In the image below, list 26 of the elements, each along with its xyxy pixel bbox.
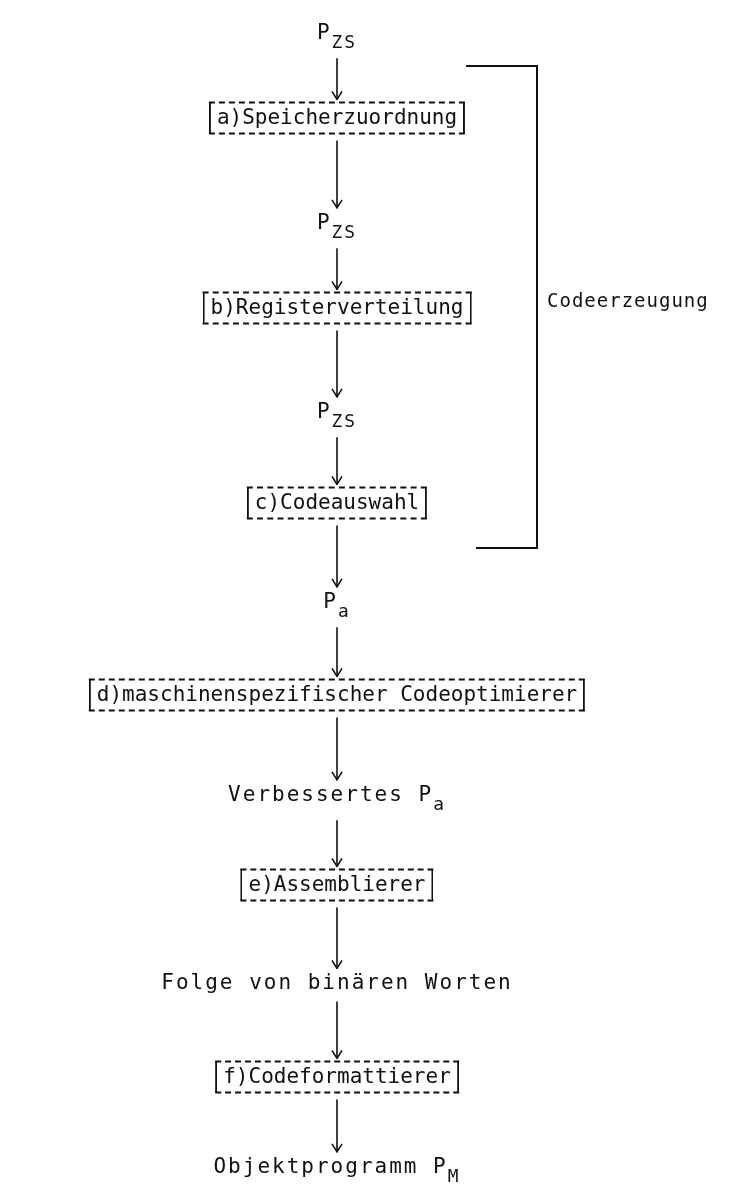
bracket-label: Codeerzeugung [547, 289, 709, 311]
arrow [331, 1098, 343, 1153]
process-box: c)Codeauswahl [246, 486, 428, 520]
process-box: b)Registerverteilung [202, 291, 472, 325]
arrow [331, 1000, 343, 1060]
arrow [331, 139, 343, 209]
data-label: Folge von binären Worten [161, 970, 513, 996]
arrow [331, 626, 343, 678]
data-label: Objektprogramm P$_{M}$ [213, 1153, 461, 1187]
data-label: P$_{ZS}$ [316, 209, 358, 243]
arrow [331, 524, 343, 588]
process-box: e)Assemblierer [240, 868, 434, 902]
process-box: f)Codeformattierer [215, 1060, 459, 1094]
data-label: Verbessertes P$_{a}$ [228, 781, 446, 815]
arrow [331, 247, 343, 291]
data-label: P$_{a}$ [323, 588, 351, 622]
arrow [331, 57, 343, 101]
arrow [331, 906, 343, 970]
arrow [331, 819, 343, 868]
process-box: a)Speicherzuordnung [208, 101, 466, 135]
arrow [331, 436, 343, 486]
data-label: P$_{ZS}$ [316, 19, 358, 53]
arrow [331, 329, 343, 398]
arrow [331, 716, 343, 781]
process-box: d)maschinenspezifischer Codeoptimierer [88, 678, 586, 712]
data-label: P$_{ZS}$ [316, 398, 358, 432]
